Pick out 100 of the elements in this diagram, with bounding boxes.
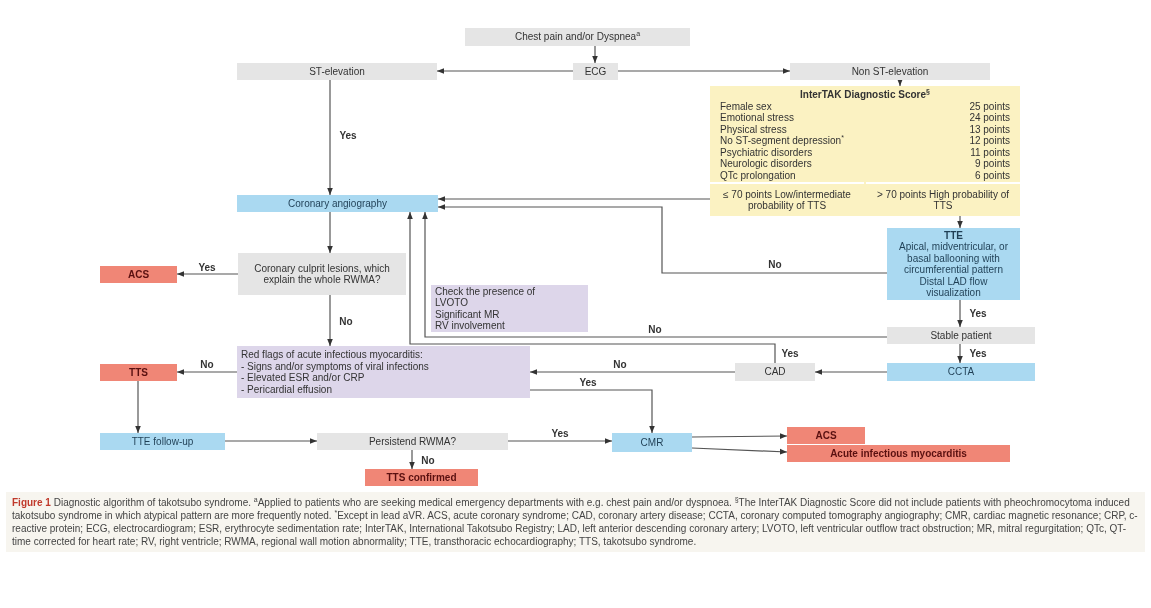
arrow [176, 271, 239, 277]
box-heading: TTE [944, 229, 963, 241]
box-label: ST-elevation [309, 65, 365, 78]
box-label: Coronary angiography [288, 197, 387, 210]
arrow [897, 78, 903, 87]
score-points: 6 points [973, 169, 1010, 181]
score-panel [710, 86, 1020, 216]
edge-label: No [646, 323, 664, 335]
box-label: Persistend RWMA? [368, 435, 457, 448]
arrow [327, 294, 333, 347]
outcome-box [100, 266, 177, 283]
arrow [407, 211, 776, 364]
box-label: Apical, midventricular, or basal ballooning with circumferential pattern Distal LAD flow visualization [898, 241, 1009, 299]
arrow [691, 447, 788, 455]
box-label: - Pericardial effusion [241, 383, 332, 395]
arrow [957, 343, 963, 364]
edge-label: No [611, 358, 629, 370]
edge-label: No [766, 258, 784, 270]
arrow [592, 45, 598, 64]
box-label: Check the presence of [435, 285, 536, 297]
box-label: RV involvement [435, 320, 505, 332]
arrow [422, 211, 888, 338]
figure-caption: Figure 1 Diagnostic algorithm of takotsubo syndrome. $^{a}$Applied to patients who are seeking medical emergency departments with e.g. chest pain and/or dyspnoea. $^{§}$The InterTAK Diagnostic Score did not include patients with pheochromocytoma induced takotsubo syndrome in which atypical pattern are more frequently noted. $^{*}$Except in lead aVR. ACS, acute coronary syndrome; CAD, coronary artery disease; CCTA, coronary computed tomography angiography; CMR, cardiac magnetic resonance; CRP, c-reactive protein; ECG, electrocardiogram; ESR, erythrocyte sedimentation rate; InterTAK, International Takotsubo Registry; LAD, left anterior descending coronary artery; LVOTO, left ventricular outflow tract obstruction; MR, mitral regurgitation; QTc, QT-time corrected for heart rate; RV, right ventricle; RWMA, regional wall motion abnormality; TTE, transthoracic echocardiography; TTS, takotsubo syndrome. [6, 492, 1145, 552]
score-points: 13 points [969, 123, 1010, 135]
process-box [573, 63, 618, 80]
box-label: ECG [584, 65, 607, 78]
decision-box [237, 346, 530, 398]
note-box [431, 285, 588, 332]
arrow [529, 389, 655, 434]
arrow [135, 380, 141, 434]
edge-label: No [198, 358, 216, 370]
score-item: Neurologic disorders [720, 158, 813, 170]
box-label: Acute infectious myocarditis [830, 447, 967, 460]
test-box [237, 195, 438, 212]
score-item: No ST-segment depression$^{*}$ [720, 135, 845, 147]
score-points: 11 points [969, 146, 1010, 158]
edge-label: Yes [549, 427, 571, 439]
edge-label: Yes [577, 376, 599, 388]
arrow [617, 68, 791, 74]
edge-label: Yes [337, 129, 359, 141]
arrow [436, 68, 574, 74]
box-label: - Signs and/or symptoms of viral infections [241, 360, 429, 372]
score-points: 12 points [969, 135, 1010, 147]
arrow [437, 196, 711, 202]
box-label: CAD [764, 366, 786, 378]
start-box [465, 28, 690, 46]
score-item: Psychiatric disorders [720, 146, 814, 158]
score-item: Physical stress [720, 123, 788, 135]
box-heading: Red flags of acute infectious myocarditis: [241, 349, 423, 361]
arrow [957, 299, 963, 328]
arrow [437, 204, 888, 274]
outcome-box [787, 445, 1010, 462]
box-label: Non ST-elevation [851, 65, 929, 78]
test-box [100, 433, 225, 450]
process-box [790, 63, 990, 80]
box-label: TTS [129, 366, 148, 379]
box-label: Coronary culprit lesions, which explain the whole RWMA? [253, 262, 391, 286]
decision-box [317, 433, 508, 450]
arrow [529, 369, 736, 375]
arrow [814, 369, 888, 375]
decision-box [238, 253, 406, 295]
box-label: ACS [815, 429, 837, 442]
outcome-box [787, 427, 865, 444]
panel-title: InterTAK Diagnostic Score$^{§}$ [800, 89, 930, 101]
box-label: ≤ 70 points Low/intermediate probability of TTS [722, 188, 852, 212]
arrow [327, 211, 333, 254]
arrow [224, 438, 318, 444]
box-label: CCTA [947, 366, 975, 378]
box-label: - Elevated ESR and/or CRP [241, 372, 365, 384]
edge-label: No [419, 454, 437, 466]
box-label: Chest pain and/or Dyspnea$^{a}$ [514, 31, 641, 43]
box-label: ACS [127, 268, 150, 281]
arrow [691, 433, 788, 439]
box-label: Significant MR [435, 308, 500, 320]
arrow [409, 449, 415, 470]
edge-label: Yes [196, 261, 218, 273]
score-item: Female sex [720, 100, 773, 112]
score-item: Emotional stress [720, 112, 795, 124]
score-item: QTc prolongation [720, 169, 797, 181]
test-box [887, 363, 1035, 381]
arrow [507, 438, 613, 444]
score-points: 25 points [969, 100, 1010, 112]
box-label: CMR [640, 436, 664, 449]
outcome-box [365, 469, 478, 486]
edge-label: No [337, 315, 355, 327]
test-box [887, 228, 1020, 300]
box-label: TTS confirmed [386, 471, 457, 484]
edge-label: Yes [967, 347, 989, 359]
arrow [957, 215, 963, 229]
decision-box [735, 363, 815, 381]
arrow [327, 79, 333, 196]
box-label: > 70 points High probability of TTS [876, 188, 1010, 212]
decision-box [887, 327, 1035, 344]
outcome-box [100, 364, 177, 381]
score-points: 9 points [973, 158, 1010, 170]
test-box [612, 433, 692, 452]
edge-label: Yes [779, 347, 801, 359]
box-label: LVOTO [435, 297, 468, 309]
score-points: 24 points [969, 112, 1010, 124]
box-label: Stable patient [930, 329, 992, 342]
